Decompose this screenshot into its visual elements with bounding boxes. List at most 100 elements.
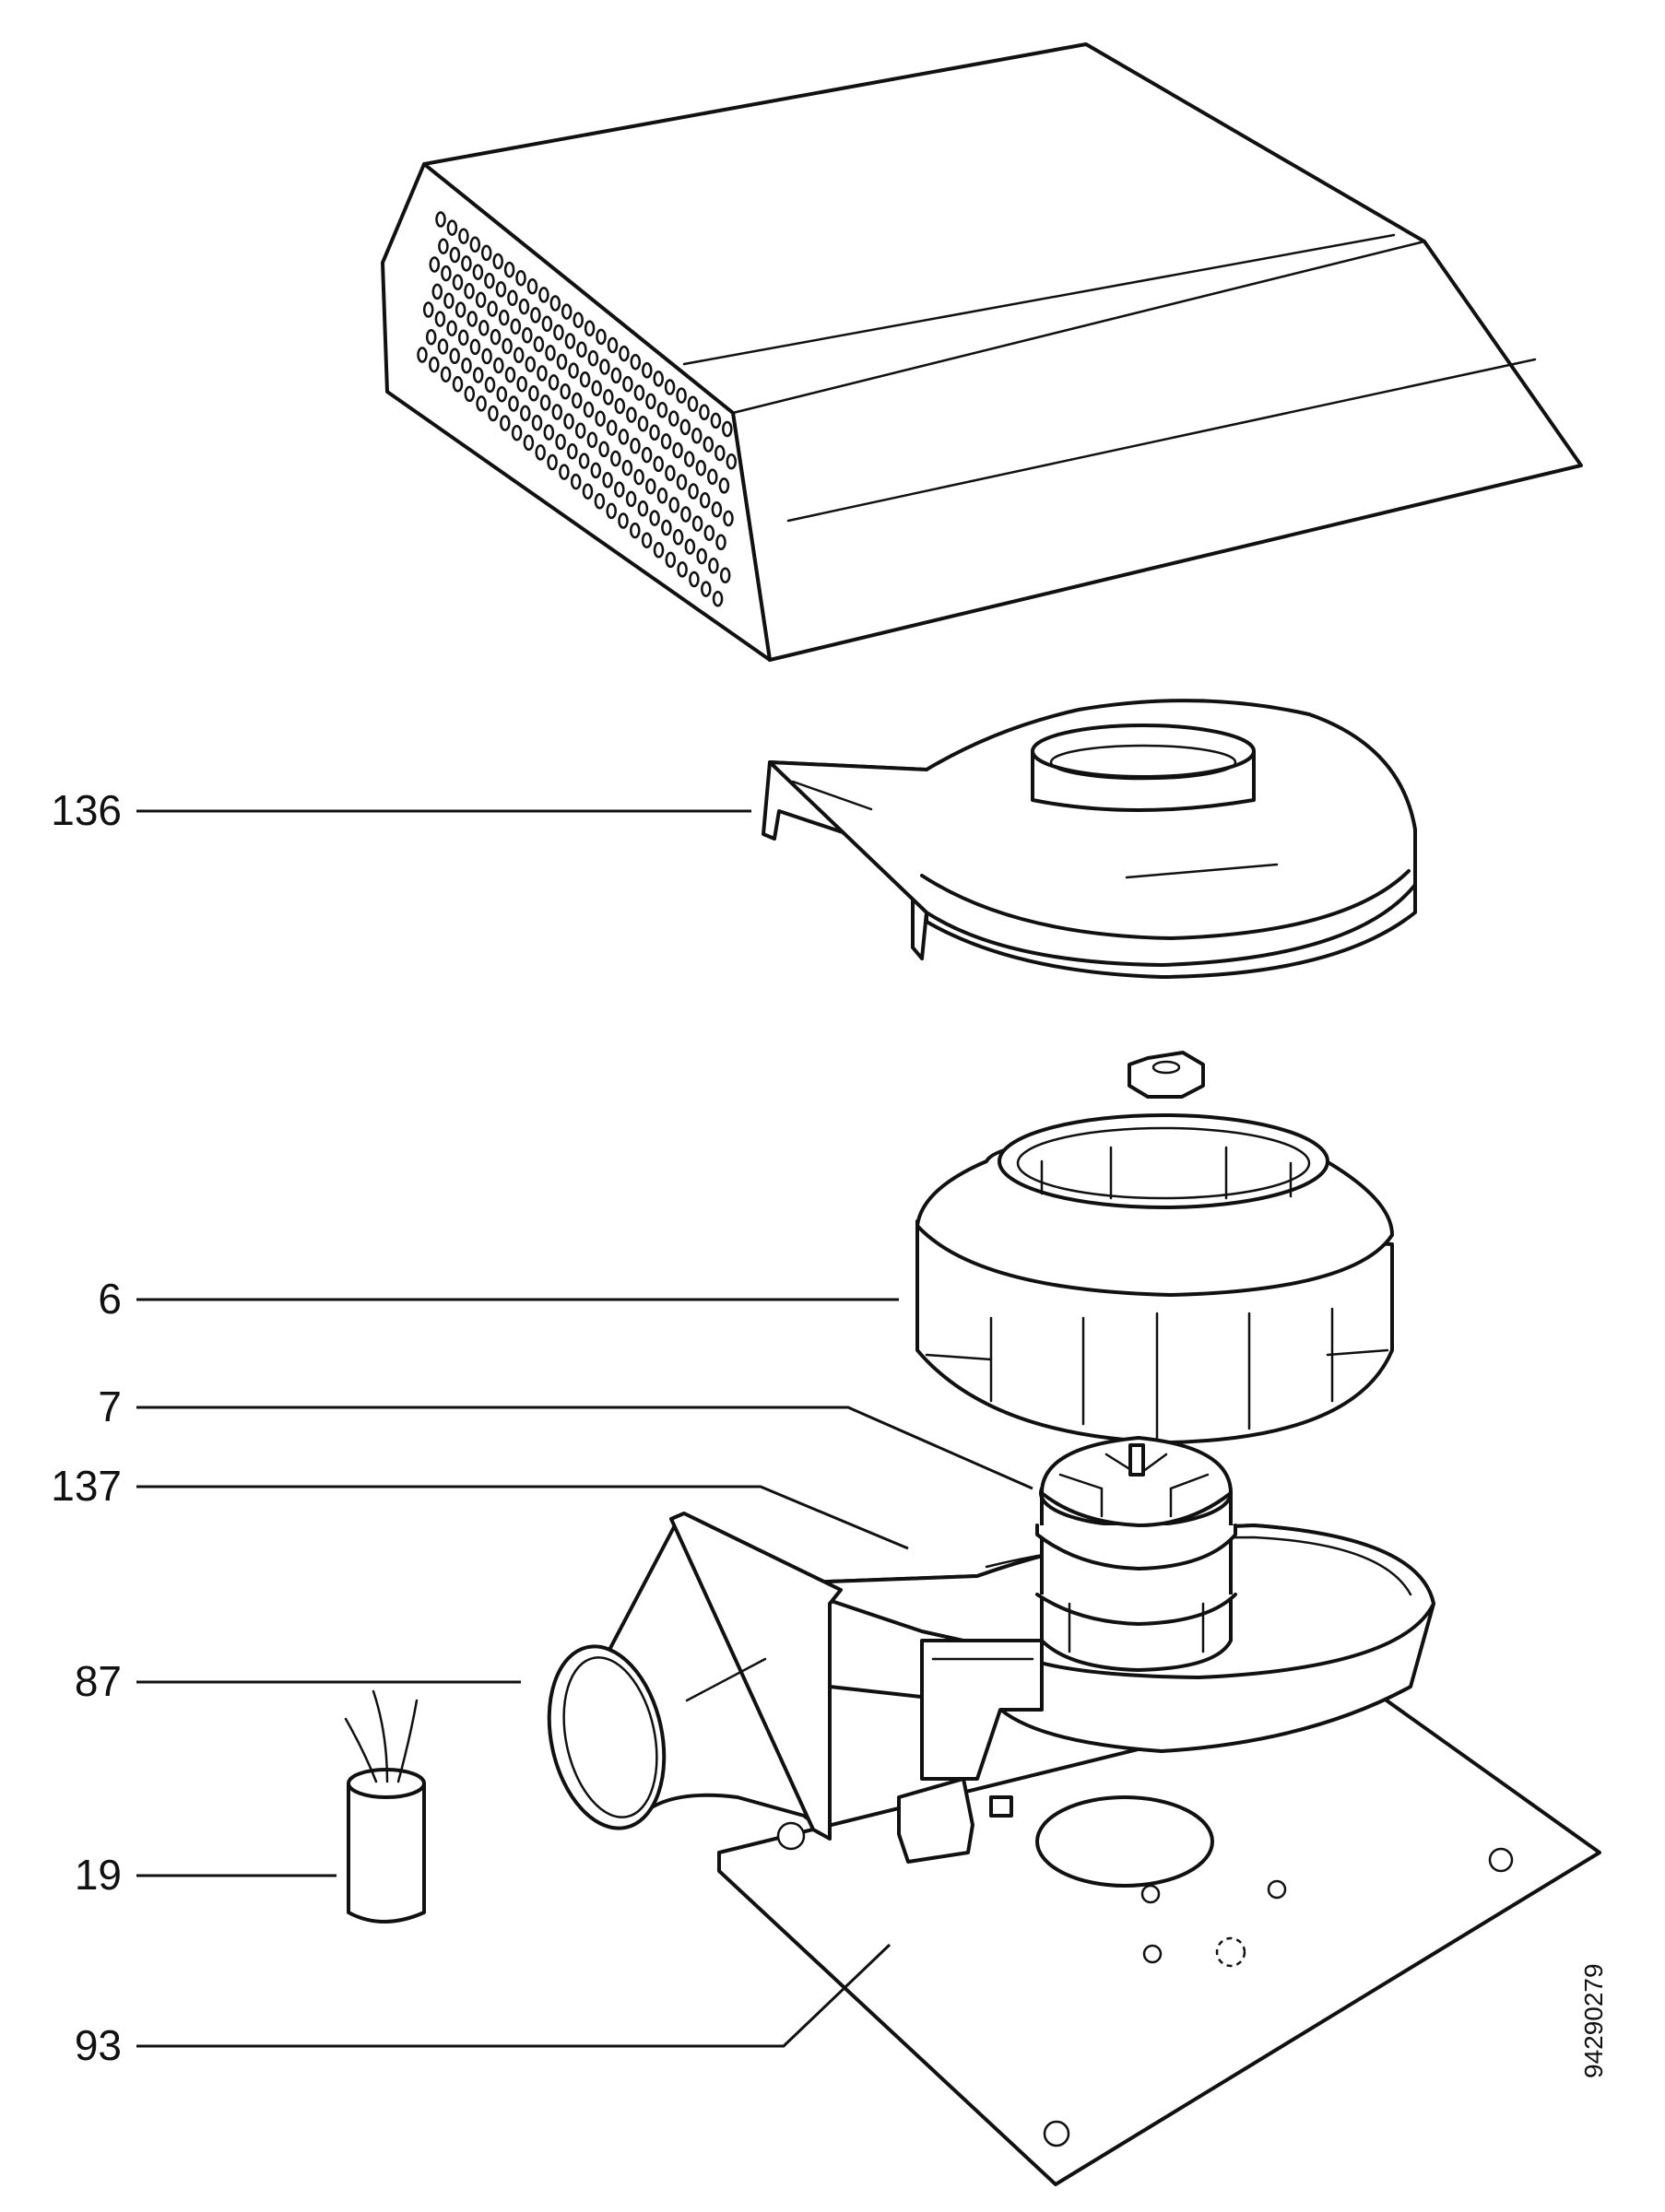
vent-hole bbox=[660, 433, 672, 450]
vent-hole bbox=[602, 472, 613, 488]
vent-hole bbox=[649, 510, 660, 526]
vent-hole bbox=[530, 307, 541, 324]
vent-hole bbox=[656, 488, 668, 504]
vent-hole bbox=[626, 406, 637, 423]
vent-hole bbox=[446, 320, 457, 336]
leader-lines bbox=[136, 809, 1033, 2048]
vent-hole bbox=[422, 301, 434, 318]
vent-hole bbox=[591, 380, 602, 397]
vent-hole bbox=[633, 468, 644, 486]
vent-hole bbox=[481, 347, 492, 365]
vent-hole bbox=[574, 422, 586, 439]
vent-hole bbox=[564, 333, 576, 349]
vent-hole bbox=[614, 481, 625, 498]
vent-hole bbox=[653, 542, 665, 559]
vent-hole bbox=[522, 327, 533, 344]
document-number: 94290279 bbox=[1579, 1963, 1608, 2078]
vent-hole bbox=[665, 465, 676, 482]
duct-adapter bbox=[547, 1512, 843, 1841]
vent-hole bbox=[641, 532, 653, 548]
vent-hole bbox=[645, 393, 656, 410]
vent-hole bbox=[503, 261, 515, 278]
vent-hole bbox=[545, 345, 556, 361]
vent-hole bbox=[595, 410, 606, 427]
vent-hole bbox=[701, 581, 712, 597]
vent-hole bbox=[599, 359, 610, 375]
vent-hole bbox=[425, 328, 437, 346]
vent-hole bbox=[576, 341, 587, 359]
vent-hole bbox=[531, 414, 543, 431]
callout-19: 19 bbox=[75, 1851, 122, 1899]
vent-hole bbox=[661, 519, 672, 536]
fan-wheel bbox=[915, 1113, 1394, 1444]
vent-hole bbox=[535, 444, 546, 461]
vent-hole bbox=[603, 389, 614, 406]
hood-cover bbox=[381, 42, 1583, 662]
vent-hole bbox=[726, 453, 738, 470]
vent-hole bbox=[549, 295, 561, 312]
vent-hole bbox=[584, 320, 596, 337]
vent-hole bbox=[461, 357, 472, 374]
vent-hole bbox=[687, 395, 699, 412]
vent-hole bbox=[539, 394, 551, 411]
vent-hole bbox=[637, 500, 649, 517]
vent-hole bbox=[567, 442, 578, 460]
vent-hole bbox=[466, 311, 478, 327]
vent-hole bbox=[703, 524, 715, 541]
vent-hole bbox=[555, 433, 566, 451]
callout-6: 6 bbox=[98, 1275, 122, 1323]
vent-hole bbox=[488, 405, 499, 422]
vent-hole bbox=[699, 492, 711, 509]
vent-hole bbox=[653, 371, 664, 387]
vent-hole bbox=[478, 320, 490, 336]
vent-hole bbox=[508, 395, 519, 412]
vent-hole bbox=[561, 303, 573, 320]
vent-hole bbox=[572, 392, 583, 409]
vent-hole bbox=[610, 367, 622, 384]
vent-hole bbox=[711, 500, 723, 518]
vent-hole bbox=[680, 506, 691, 523]
vent-hole bbox=[523, 434, 535, 452]
vent-hole bbox=[688, 483, 699, 500]
vent-hole bbox=[526, 278, 538, 295]
vent-hole bbox=[469, 338, 481, 356]
vent-hole bbox=[429, 256, 441, 273]
vent-hole bbox=[614, 397, 626, 415]
vent-hole bbox=[691, 515, 703, 532]
vent-hole bbox=[452, 376, 464, 393]
vent-hole bbox=[537, 365, 548, 382]
vent-hole bbox=[598, 441, 609, 458]
vent-hole bbox=[649, 424, 660, 441]
vent-hole bbox=[676, 387, 687, 404]
vent-hole bbox=[691, 428, 703, 444]
vent-hole bbox=[621, 459, 633, 477]
vent-hole bbox=[637, 415, 649, 432]
vent-hole bbox=[548, 374, 560, 391]
vent-hole bbox=[461, 255, 472, 272]
vent-hole bbox=[431, 283, 443, 300]
vent-hole bbox=[443, 292, 455, 310]
vent-hole bbox=[472, 367, 484, 383]
vent-hole bbox=[683, 451, 695, 467]
vent-hole bbox=[543, 424, 555, 441]
vent-hole bbox=[723, 510, 734, 527]
vent-hole bbox=[630, 522, 641, 539]
vent-hole bbox=[518, 298, 530, 315]
vent-hole bbox=[573, 312, 584, 328]
vent-hole bbox=[487, 300, 498, 317]
vent-hole bbox=[672, 441, 683, 459]
vent-hole bbox=[513, 347, 525, 364]
callout-93: 93 bbox=[75, 2021, 122, 2069]
vent-hole bbox=[699, 404, 710, 421]
callout-136: 136 bbox=[51, 786, 122, 834]
vent-hole bbox=[722, 420, 733, 438]
leader-137 bbox=[136, 1485, 909, 1550]
leader-93 bbox=[136, 1943, 892, 2048]
vent-hole bbox=[587, 349, 599, 367]
vent-hole bbox=[712, 590, 724, 607]
callout-137: 137 bbox=[51, 1462, 122, 1510]
vent-hole bbox=[480, 244, 492, 262]
vent-hole bbox=[476, 395, 487, 412]
vent-hole bbox=[642, 362, 653, 379]
